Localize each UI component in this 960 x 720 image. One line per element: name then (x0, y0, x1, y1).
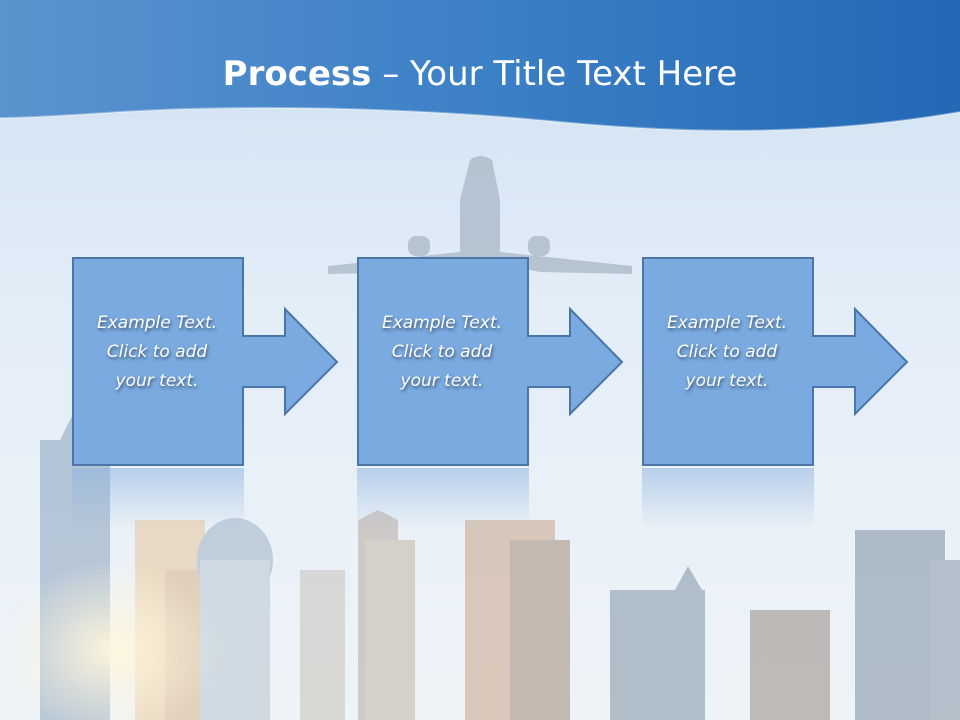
process-step-2[interactable]: Example Text. Click to add your text. (357, 257, 697, 497)
step-text-line: Example Text. (96, 313, 218, 333)
step-text-line: Click to add (106, 342, 208, 362)
step-text-line: Click to add (391, 342, 493, 362)
step-text[interactable]: Example Text. Click to add your text. (72, 309, 242, 396)
step-text-line: your text. (115, 371, 199, 391)
header-wave-highlight (0, 106, 960, 132)
reflection-2 (357, 468, 529, 528)
title-rest: Your Title Text Here (410, 54, 738, 94)
step-arrow-box (357, 257, 624, 466)
step-text-line: your text. (400, 371, 484, 391)
process-step-1[interactable]: Example Text. Click to add your text. (72, 257, 412, 497)
process-step-3[interactable]: Example Text. Click to add your text. (642, 257, 960, 497)
reflection-1 (72, 468, 244, 528)
step-text-line: your text. (685, 371, 769, 391)
step-text-line: Example Text. (381, 313, 503, 333)
title-bold: Process (222, 54, 372, 94)
title-separator: – (371, 54, 411, 94)
step-arrow-box (642, 257, 909, 466)
step-text-line: Example Text. (666, 313, 788, 333)
step-text-line: Click to add (676, 342, 778, 362)
airplane-silhouette (328, 156, 632, 274)
sun-glare (0, 560, 220, 720)
reflection-3 (642, 468, 814, 528)
header-band (0, 0, 960, 131)
step-text[interactable]: Example Text. Click to add your text. (642, 309, 812, 396)
slide-title[interactable]: Process – Your Title Text Here (0, 52, 960, 96)
step-text[interactable]: Example Text. Click to add your text. (357, 309, 527, 396)
step-arrow-box (72, 257, 339, 466)
